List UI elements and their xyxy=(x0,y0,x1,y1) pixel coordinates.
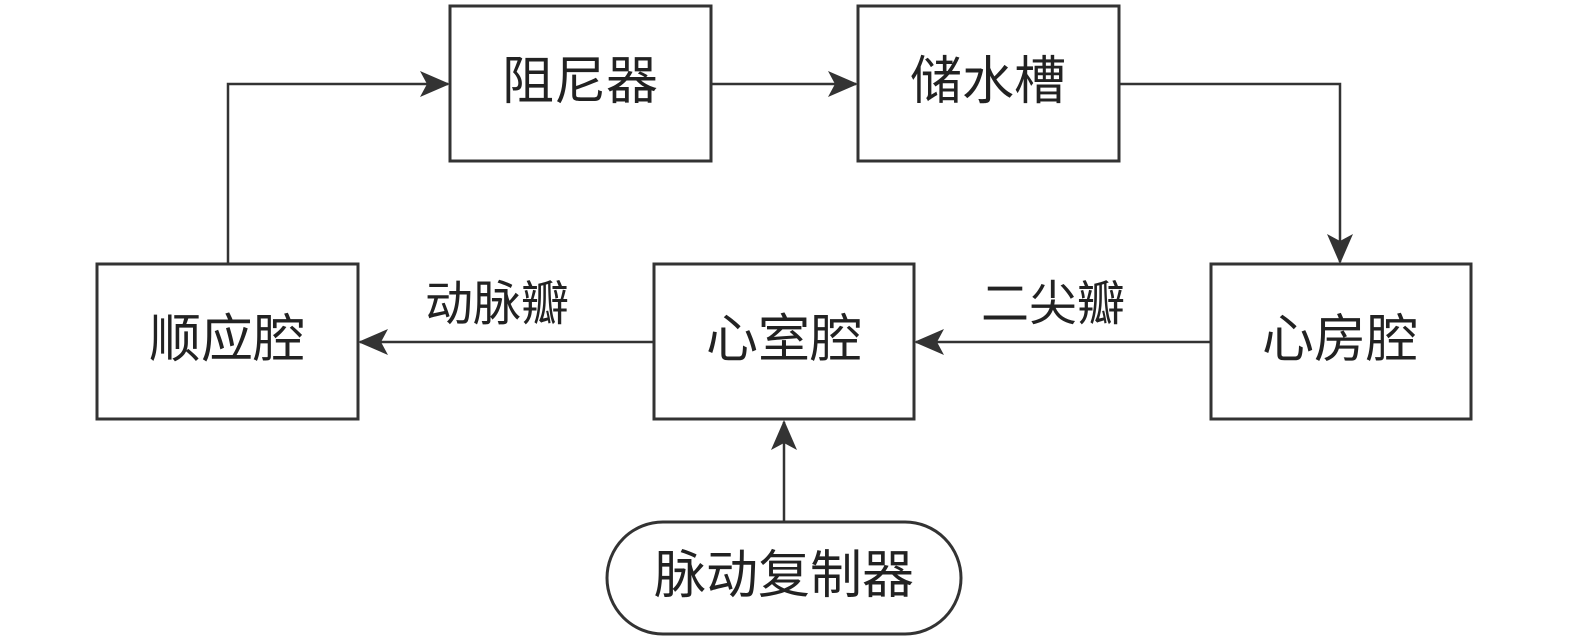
node-ventricle: 心室腔 xyxy=(652,262,916,421)
edge-reservoir-to-atrium xyxy=(1119,82,1353,264)
edge-label-mitral-valve: 二尖瓣 xyxy=(981,276,1125,332)
node-damper: 阻尼器 xyxy=(448,4,713,163)
node-pulse-replicator-label: 脉动复制器 xyxy=(654,546,914,606)
node-atrium-label: 心房腔 xyxy=(1262,310,1418,370)
edge-compliance-to-damper xyxy=(226,71,450,264)
edge-label-aortic-valve: 动脉瓣 xyxy=(425,276,569,332)
node-pulse-replicator: 脉动复制器 xyxy=(605,520,963,636)
node-ventricle-label: 心室腔 xyxy=(706,310,862,370)
node-compliance-chamber: 顺应腔 xyxy=(95,262,360,421)
node-damper-label: 阻尼器 xyxy=(502,52,658,112)
node-reservoir: 储水槽 xyxy=(856,4,1121,163)
node-reservoir-label: 储水槽 xyxy=(910,52,1066,112)
node-compliance-label: 顺应腔 xyxy=(149,310,305,370)
node-atrium: 心房腔 xyxy=(1209,262,1473,421)
